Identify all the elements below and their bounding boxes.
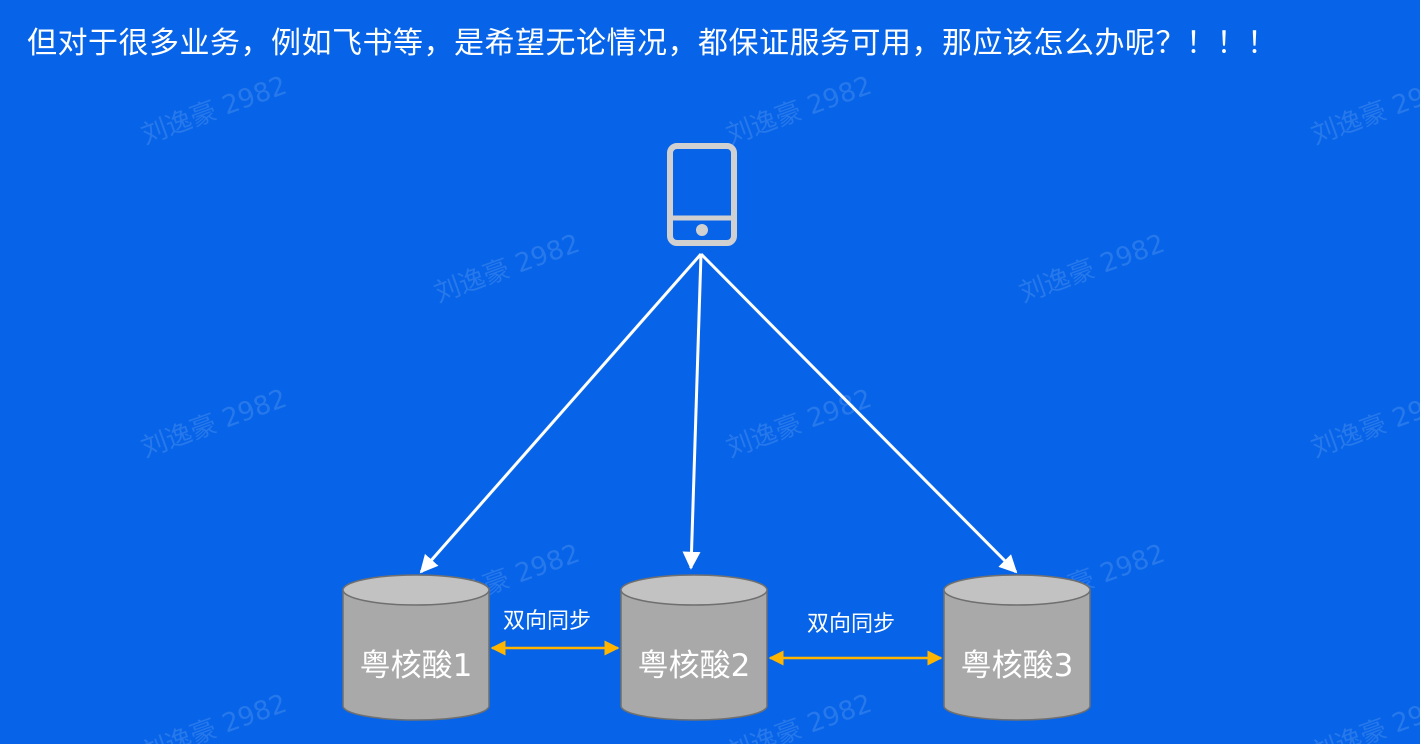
- database-label-3: 粤核酸3: [960, 648, 1074, 684]
- database-cylinder-2: [620, 574, 768, 721]
- database-cylinder-1: [342, 574, 490, 721]
- request-arrow-db1: [419, 253, 703, 574]
- slide-title: 但对于很多业务，例如飞书等，是希望无论情况，都保证服务可用，那应该怎么办呢？！！…: [27, 26, 1278, 61]
- request-arrow-db2: [682, 253, 703, 570]
- sync-label-1-2: 双向同步: [503, 609, 592, 634]
- mobile-phone-icon: [667, 143, 737, 246]
- database-cylinder-3: [943, 574, 1091, 721]
- sync-label-2-3: 双向同步: [807, 612, 896, 637]
- database-label-1: 粤核酸1: [359, 648, 473, 684]
- database-label-2: 粤核酸2: [637, 648, 751, 684]
- request-arrow-db3: [699, 252, 1018, 574]
